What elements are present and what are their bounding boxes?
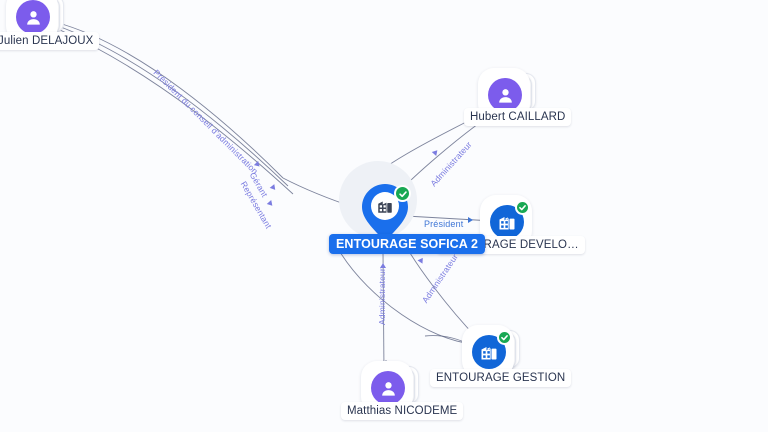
edge-arrow-icon (253, 160, 260, 167)
edge-arrow-icon (431, 150, 438, 157)
company-building-icon (372, 193, 398, 219)
verified-check-icon (497, 330, 512, 345)
node-label-matthias-nicodeme[interactable]: Matthias NICODEME (341, 402, 464, 420)
edge-arrow-icon (468, 217, 473, 223)
graph-edge[interactable] (57, 25, 289, 187)
avatar[interactable] (16, 0, 50, 34)
node-label-entourage-sofica-2[interactable]: ENTOURAGE SOFICA 2 (329, 234, 486, 254)
node-label-entourage-gestion[interactable]: ENTOURAGE GESTION (430, 369, 572, 387)
verified-check-icon (394, 185, 411, 202)
graph-edge[interactable] (398, 115, 490, 193)
edge-arrow-icon (417, 257, 423, 264)
graph-edge[interactable] (339, 251, 474, 345)
edge-arrow-icon (269, 184, 276, 190)
graph-edge[interactable] (59, 29, 294, 195)
edge-label: Président (424, 219, 464, 229)
edge-label: Administrateur (377, 268, 387, 325)
edge-arrow-icon (266, 199, 273, 206)
company-avatar[interactable] (472, 330, 512, 369)
node-label-hubert-caillard[interactable]: Hubert CAILLARD (464, 108, 572, 126)
graph-edge[interactable] (382, 251, 385, 373)
avatar[interactable] (488, 78, 522, 112)
edge-label: Administrateur (419, 252, 460, 305)
node-label-julien-delajoux[interactable]: Julien DELAJOUX (0, 32, 100, 50)
edge-label: Représentant (238, 179, 274, 231)
avatar[interactable] (371, 371, 405, 405)
edge-arrow-icon (380, 263, 386, 268)
edge-label: Président du conseil d'administration (151, 67, 261, 177)
edge-label: Gérant (247, 170, 270, 199)
verified-check-icon (515, 200, 530, 215)
company-avatar[interactable] (490, 200, 530, 239)
edge-label: Administrateur (428, 139, 474, 189)
